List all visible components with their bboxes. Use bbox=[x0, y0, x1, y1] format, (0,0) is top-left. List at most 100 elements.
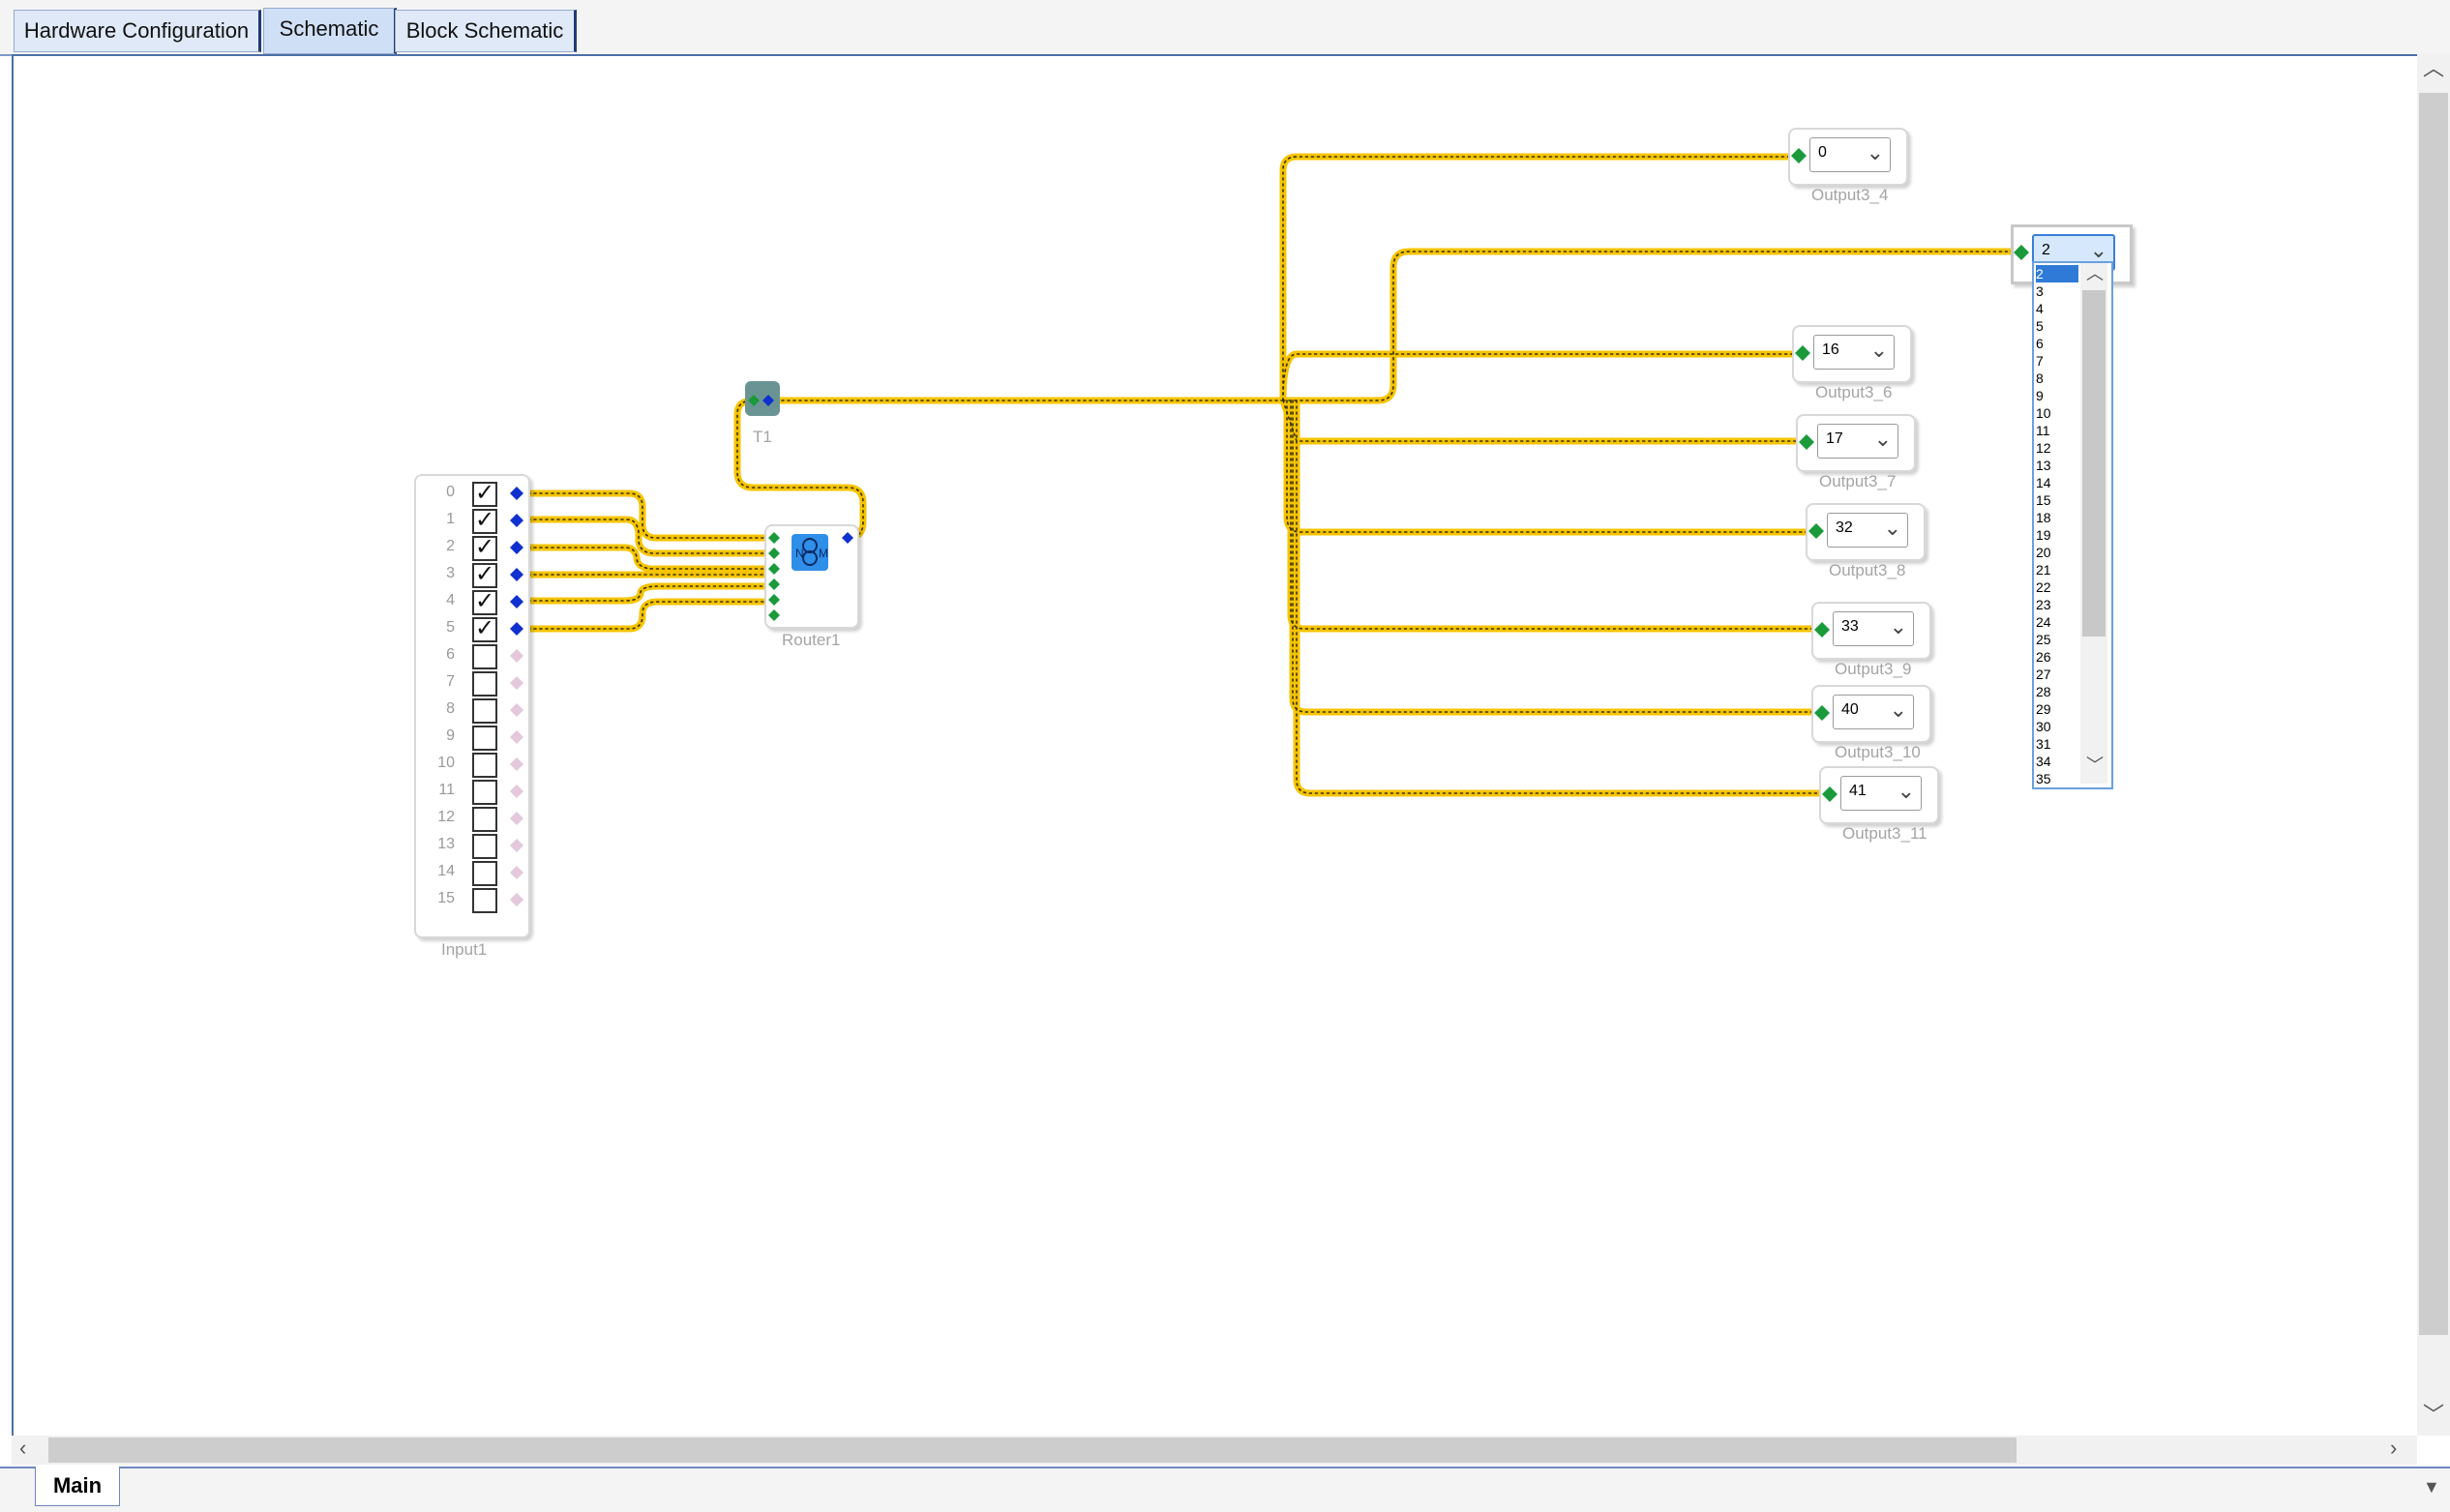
input-port[interactable] bbox=[509, 621, 524, 637]
input-row-checkbox[interactable] bbox=[472, 807, 497, 832]
input-row-checkbox[interactable] bbox=[472, 671, 497, 697]
input-row-checkbox[interactable] bbox=[472, 644, 497, 669]
input-port[interactable] bbox=[509, 865, 524, 880]
dropdown-option[interactable]: 7 bbox=[2036, 353, 2044, 369]
output-port[interactable] bbox=[1813, 621, 1831, 638]
input-port[interactable] bbox=[509, 567, 524, 582]
output-value-select[interactable]: 0⌄ bbox=[1809, 137, 1891, 172]
dropdown-option[interactable]: 29 bbox=[2036, 701, 2051, 717]
dropdown-option[interactable]: 6 bbox=[2036, 336, 2044, 351]
tab-hardware-configuration[interactable]: Hardware Configuration bbox=[14, 10, 261, 52]
dropdown-option[interactable]: 4 bbox=[2036, 301, 2044, 316]
input-row-checkbox[interactable] bbox=[472, 780, 497, 805]
input-row-number: 1 bbox=[446, 511, 455, 527]
input-row-checkbox[interactable]: ✓ bbox=[472, 615, 497, 642]
dropdown-option[interactable]: 35 bbox=[2036, 771, 2051, 786]
chevron-down-icon: ⌄ bbox=[1869, 338, 1888, 362]
input-port[interactable] bbox=[509, 486, 524, 501]
dropdown-option[interactable]: 27 bbox=[2036, 667, 2051, 682]
dropdown-option[interactable]: 2 bbox=[2036, 265, 2078, 282]
dropdown-scroll-up-icon[interactable]: ︿ bbox=[2086, 264, 2104, 283]
output-value-select[interactable]: 41⌄ bbox=[1840, 776, 1922, 811]
input-port[interactable] bbox=[509, 648, 524, 664]
dropdown-option[interactable]: 5 bbox=[2036, 318, 2044, 334]
output-value-select[interactable]: 16⌄ bbox=[1813, 335, 1895, 370]
dropdown-option[interactable]: 9 bbox=[2036, 388, 2044, 403]
dropdown-option[interactable]: 28 bbox=[2036, 684, 2051, 699]
dropdown-option[interactable]: 23 bbox=[2036, 597, 2051, 612]
dropdown-option[interactable]: 15 bbox=[2036, 492, 2051, 508]
input-row-checkbox[interactable] bbox=[472, 726, 497, 751]
output-label: Output3_11 bbox=[1842, 824, 1927, 843]
input-port[interactable] bbox=[509, 838, 524, 853]
dropdown-option[interactable]: 24 bbox=[2036, 614, 2051, 630]
output-value-select[interactable]: 33⌄ bbox=[1833, 611, 1914, 646]
output-port[interactable] bbox=[1821, 786, 1838, 803]
dropdown-option[interactable]: 26 bbox=[2036, 649, 2051, 665]
dropdown-scroll-thumb[interactable] bbox=[2082, 290, 2106, 637]
dropdown-option[interactable]: 14 bbox=[2036, 475, 2051, 490]
input-row-checkbox[interactable]: ✓ bbox=[472, 561, 497, 588]
dropdown-option[interactable]: 30 bbox=[2036, 719, 2051, 734]
scroll-right-icon[interactable]: › bbox=[2390, 1436, 2398, 1460]
output-value-select[interactable]: 32⌄ bbox=[1827, 513, 1908, 548]
input-port[interactable] bbox=[509, 702, 524, 718]
dropdown-option[interactable]: 25 bbox=[2036, 632, 2051, 647]
output-port[interactable] bbox=[1790, 147, 1808, 164]
input-row-checkbox[interactable]: ✓ bbox=[472, 480, 497, 507]
input-port[interactable] bbox=[509, 675, 524, 691]
vertical-scroll-thumb[interactable] bbox=[2419, 93, 2448, 1335]
dropdown-option[interactable]: 21 bbox=[2036, 562, 2051, 578]
dropdown-option[interactable]: 11 bbox=[2036, 423, 2050, 438]
input-row-checkbox[interactable] bbox=[472, 861, 497, 886]
dropdown-option[interactable]: 19 bbox=[2036, 527, 2051, 543]
dropdown-option[interactable]: 34 bbox=[2036, 754, 2051, 769]
input-port[interactable] bbox=[509, 729, 524, 745]
tab-main[interactable]: Main bbox=[35, 1467, 120, 1506]
input-row-checkbox[interactable] bbox=[472, 834, 497, 859]
output-port[interactable] bbox=[1813, 704, 1831, 722]
dropdown-scroll-down-icon[interactable]: ﹀ bbox=[2086, 756, 2104, 775]
input-row-checkbox[interactable]: ✓ bbox=[472, 507, 497, 534]
input-row-checkbox[interactable]: ✓ bbox=[472, 534, 497, 561]
input-row-number: 9 bbox=[446, 727, 455, 744]
dropdown-option[interactable]: 22 bbox=[2036, 579, 2051, 595]
input-row-checkbox[interactable] bbox=[472, 698, 497, 724]
tab-block-schematic[interactable]: Block Schematic bbox=[395, 10, 577, 52]
horizontal-scroll-thumb[interactable] bbox=[48, 1438, 2017, 1463]
output-value-select[interactable]: 17⌄ bbox=[1817, 424, 1898, 459]
input-row-number: 3 bbox=[446, 565, 455, 581]
input-port[interactable] bbox=[509, 892, 524, 907]
dropdown-option[interactable]: 18 bbox=[2036, 510, 2051, 525]
output-port[interactable] bbox=[1808, 522, 1825, 540]
dropdown-option[interactable]: 12 bbox=[2036, 440, 2051, 456]
output-port[interactable] bbox=[2013, 244, 2030, 261]
tab-schematic[interactable]: Schematic bbox=[263, 8, 397, 54]
schematic-canvas[interactable] bbox=[12, 54, 2419, 1438]
input-row-checkbox[interactable] bbox=[472, 888, 497, 913]
dropdown-option[interactable]: 10 bbox=[2036, 405, 2051, 421]
output-value-select[interactable]: 40⌄ bbox=[1833, 695, 1914, 729]
dropdown-option[interactable]: 8 bbox=[2036, 371, 2044, 386]
wire-to-output3-6 bbox=[1279, 350, 1806, 404]
dropdown-option[interactable]: 13 bbox=[2036, 458, 2051, 473]
dropdown-option[interactable]: 20 bbox=[2036, 545, 2051, 560]
input-port[interactable] bbox=[509, 513, 524, 528]
wire-to-output3-8 bbox=[1283, 397, 1819, 536]
input-port[interactable] bbox=[509, 784, 524, 799]
output-port[interactable] bbox=[1798, 433, 1815, 451]
dropdown-option[interactable]: 3 bbox=[2036, 283, 2044, 299]
input-row-number: 5 bbox=[446, 619, 455, 636]
scroll-left-icon[interactable]: ‹ bbox=[19, 1436, 27, 1460]
input-port[interactable] bbox=[509, 756, 524, 772]
scroll-up-icon[interactable]: ︿ bbox=[2423, 56, 2445, 80]
sheet-menu-chevron-icon[interactable]: ▼ bbox=[2423, 1477, 2440, 1497]
input-row-checkbox[interactable] bbox=[472, 753, 497, 778]
input-row-checkbox[interactable]: ✓ bbox=[472, 588, 497, 615]
input-port[interactable] bbox=[509, 540, 524, 555]
output-port[interactable] bbox=[1794, 344, 1811, 362]
dropdown-option[interactable]: 31 bbox=[2036, 736, 2051, 752]
input-port[interactable] bbox=[509, 594, 524, 609]
scroll-down-icon[interactable]: ﹀ bbox=[2423, 1403, 2445, 1427]
input-port[interactable] bbox=[509, 811, 524, 826]
